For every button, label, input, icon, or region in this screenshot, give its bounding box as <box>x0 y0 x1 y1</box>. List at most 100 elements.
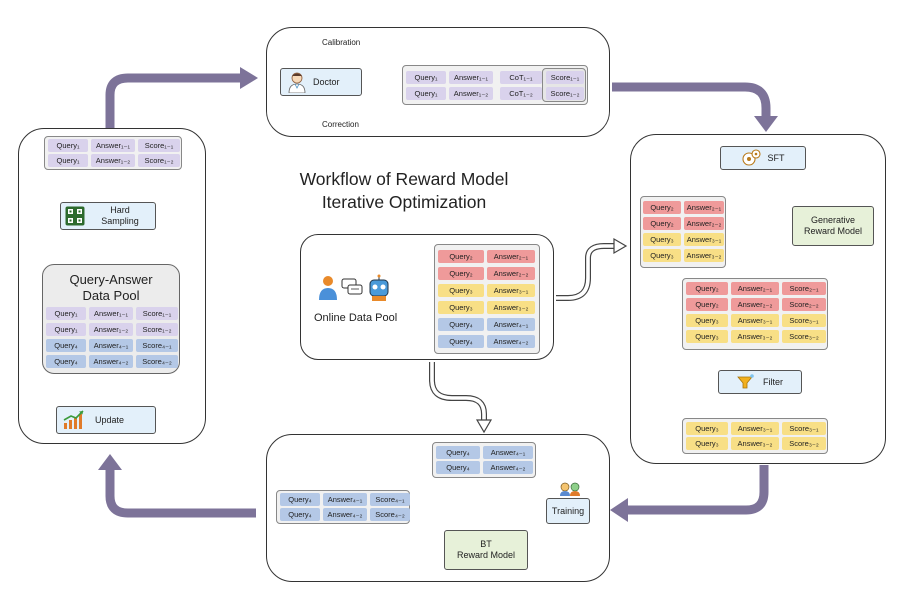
flow-arrow-right-to-bottom <box>628 465 769 515</box>
hard-sampling-box: Hard Sampling <box>60 202 156 230</box>
cell-q: Query₁ <box>406 87 446 100</box>
cell-q: Query₁ <box>48 154 88 167</box>
flow-arrowhead-left <box>98 454 122 470</box>
cell-a: Answer₄₋₂ <box>487 335 535 348</box>
doctor-icon <box>288 72 306 93</box>
cell-s: Score₁₋₁ <box>136 307 178 320</box>
online-pool-label: Online Data Pool <box>314 312 398 324</box>
sft-brain-gear-icon <box>741 149 761 166</box>
cell-q: Query₃ <box>686 422 728 435</box>
cell-s: Score₁₋₁ <box>138 139 180 152</box>
qr-sampling-icon <box>65 206 85 226</box>
online-pool-icons <box>319 274 389 301</box>
cell-a: Answer₄₋₂ <box>483 461 533 474</box>
cell-a: Answer₂₋₁ <box>487 250 535 263</box>
cell-a: Answer₂₋₂ <box>731 298 779 311</box>
flow-arrow-bottom-to-left <box>105 470 256 518</box>
cell-q: Query₁ <box>406 71 446 84</box>
cell-a: Answer₄₋₁ <box>483 446 533 459</box>
qa-pool-title-line1: Query-Answer <box>69 272 153 287</box>
cell-s: Score₁₋₂ <box>136 323 178 336</box>
cell-s: Score₄₋₁ <box>136 339 178 352</box>
sft-label: SFT <box>767 153 785 163</box>
cell-q: Query₃ <box>643 249 681 262</box>
cell-q: Query₃ <box>438 301 484 314</box>
cell-s: Score₄₋₂ <box>136 355 178 368</box>
cell-a: Answer₁₋₂ <box>91 154 135 167</box>
cell-s: Score₂₋₁ <box>782 282 826 295</box>
cell-q: Query₄ <box>438 318 484 331</box>
cell-s: Score₃₋₂ <box>782 437 826 450</box>
cell-a: Answer₁₋₁ <box>91 139 135 152</box>
calibration-label: Calibration <box>322 38 361 47</box>
cell-a: Answer₂₋₂ <box>487 267 535 280</box>
cell-s: Score₂₋₂ <box>782 298 826 311</box>
qa-pool-title: Query-Answer Data Pool <box>42 272 180 304</box>
cell-a: Answer₃₋₁ <box>684 233 724 246</box>
training-label: Training <box>551 506 585 516</box>
cell-a: Answer₂₋₁ <box>731 282 779 295</box>
qa-pool-title-line2: Data Pool <box>82 288 140 303</box>
cell-a: Answer₂₋₁ <box>684 201 724 214</box>
cell-s: Score₁₋₂ <box>546 87 584 100</box>
cell-q: Query₃ <box>686 330 728 343</box>
flow-arrow-left-to-top <box>105 73 240 128</box>
filter-label: Filter <box>763 377 783 387</box>
cell-a: Answer₄₋₂ <box>323 508 367 521</box>
cell-q: Query₁ <box>48 139 88 152</box>
update-box: Update <box>56 406 156 434</box>
cell-a: Answer₁₋₁ <box>449 71 493 84</box>
chat-icon <box>341 278 363 295</box>
cell-s: Score₃₋₂ <box>782 330 826 343</box>
flow-arrowhead-top <box>240 67 258 89</box>
update-label: Update <box>95 415 125 425</box>
bt-reward-model-box: BT Reward Model <box>444 530 528 570</box>
connector-online-to-bottom <box>429 362 487 420</box>
cell-q: Query₂ <box>643 217 681 230</box>
robot-icon <box>369 274 389 301</box>
cell-q: Query₃ <box>643 233 681 246</box>
cell-s: Score₃₋₁ <box>782 314 826 327</box>
cell-cot: CoT₁₋₁ <box>500 71 542 84</box>
cell-q: Query₄ <box>436 446 480 459</box>
hard-sampling-line2: Sampling <box>101 216 139 226</box>
diagram-title-line1: Workflow of Reward Model <box>299 169 509 189</box>
training-people-icon <box>560 482 580 496</box>
cell-q: Query₂ <box>438 250 484 263</box>
generative-line2: Reward Model <box>803 226 863 236</box>
generative-line1: Generative <box>810 215 856 225</box>
cell-q: Query₄ <box>436 461 480 474</box>
generative-reward-model-box: Generative Reward Model <box>792 206 874 246</box>
cell-cot: CoT₁₋₂ <box>500 87 542 100</box>
flow-arrowhead-right <box>754 116 778 132</box>
cell-q: Query₄ <box>280 493 320 506</box>
cell-q: Query₃ <box>686 437 728 450</box>
user-icon <box>319 276 337 300</box>
correction-label: Correction <box>322 120 359 129</box>
cell-q: Query₁ <box>46 323 86 336</box>
cell-a: Answer₃₋₁ <box>731 314 779 327</box>
cell-a: Answer₃₋₂ <box>731 437 779 450</box>
cell-a: Answer₂₋₂ <box>684 217 724 230</box>
doctor-label: Doctor <box>313 77 340 87</box>
bt-line2: Reward Model <box>456 550 516 560</box>
sft-box: SFT <box>720 146 806 170</box>
cell-a: Answer₃₋₁ <box>487 284 535 297</box>
filter-funnel-icon <box>737 374 754 389</box>
cell-q: Query₁ <box>46 307 86 320</box>
cell-a: Answer₄₋₁ <box>323 493 367 506</box>
cell-a: Answer₃₋₂ <box>684 249 724 262</box>
cell-s: Score₁₋₂ <box>138 154 180 167</box>
cell-q: Query₄ <box>46 339 86 352</box>
cell-s: Score₁₋₁ <box>546 71 584 84</box>
cell-q: Query₂ <box>686 282 728 295</box>
cell-a: Answer₄₋₁ <box>487 318 535 331</box>
diagram-title-line2: Iterative Optimization <box>321 192 487 212</box>
bt-line1: BT <box>480 539 492 549</box>
training-box: Training <box>546 498 590 524</box>
flow-arrow-top-to-right <box>612 82 771 116</box>
cell-q: Query₂ <box>438 267 484 280</box>
growth-chart-icon <box>63 410 84 429</box>
cell-a: Answer₃₋₂ <box>731 330 779 343</box>
cell-s: Score₄₋₁ <box>370 493 410 506</box>
